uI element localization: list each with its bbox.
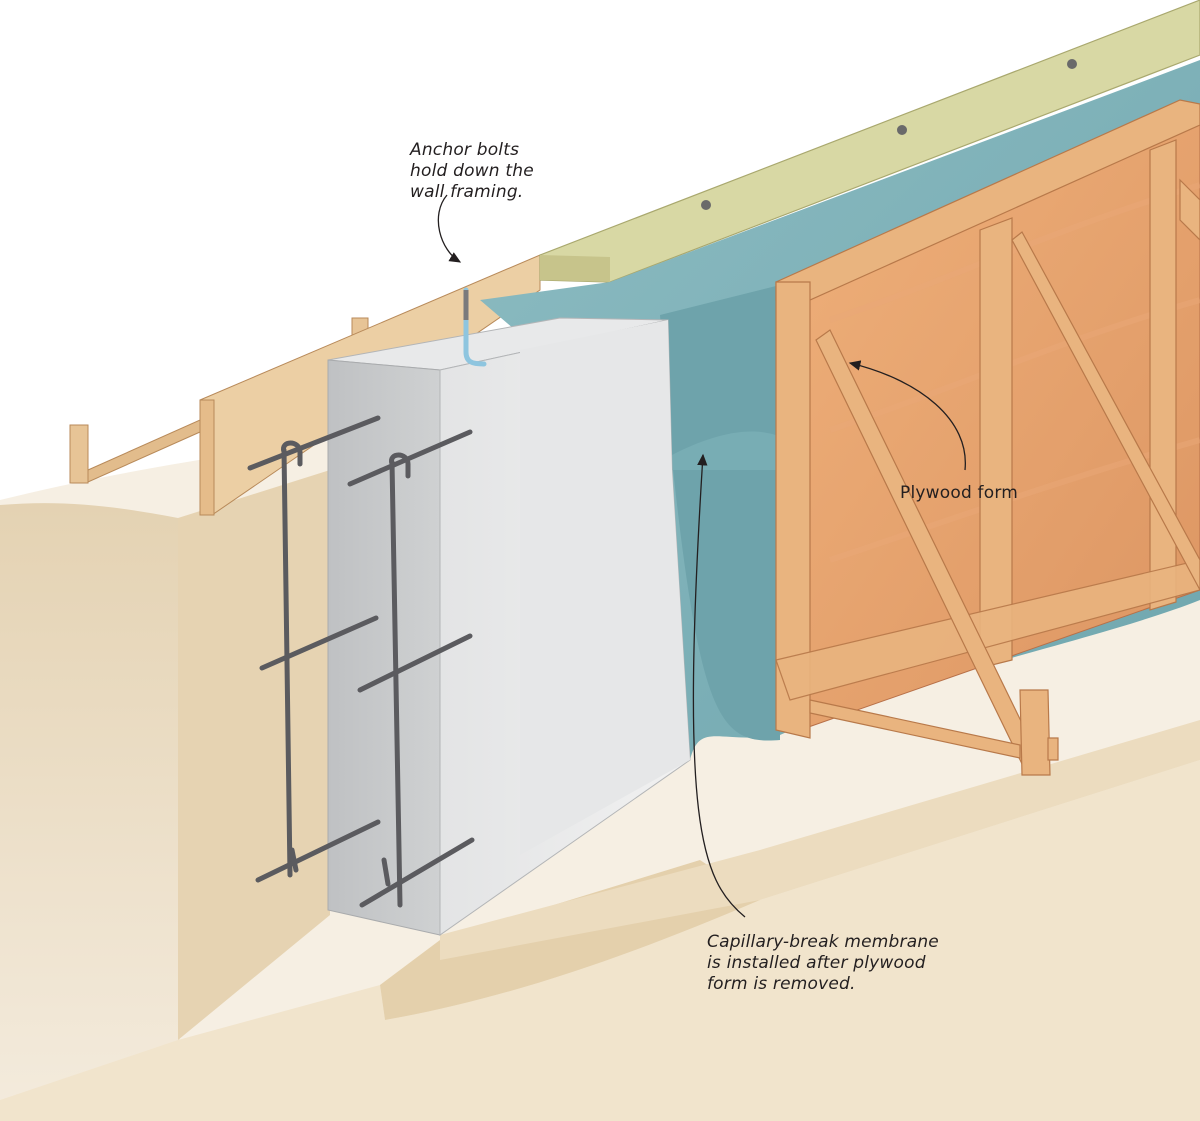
anchor-bolts-callout: Anchor bolts hold down the wall framing. — [410, 140, 534, 203]
anchor-callout-line-2: hold down the — [410, 161, 534, 181]
anchor-callout-line-3: wall framing. — [410, 182, 524, 202]
rebar-icon — [247, 415, 475, 908]
membrane-callout-line-2: is installed after plywood — [707, 953, 926, 973]
membrane-callout-line-1: Capillary-break membrane — [707, 932, 939, 952]
leader-arrow-icon — [437, 194, 966, 918]
anchor-callout-line-1: Anchor bolts — [410, 140, 520, 160]
concrete-wall-section — [327, 317, 691, 936]
membrane-callout: Capillary-break membrane is installed af… — [707, 932, 939, 995]
sill-plate — [539, 0, 1200, 283]
anchor-bolt-icon — [463, 287, 487, 367]
plywood-callout-line-1: Plywood form — [900, 483, 1018, 503]
membrane-callout-line-3: form is removed. — [707, 974, 856, 994]
form-framing — [775, 99, 1200, 776]
plywood-form-callout: Plywood form — [900, 483, 1018, 504]
